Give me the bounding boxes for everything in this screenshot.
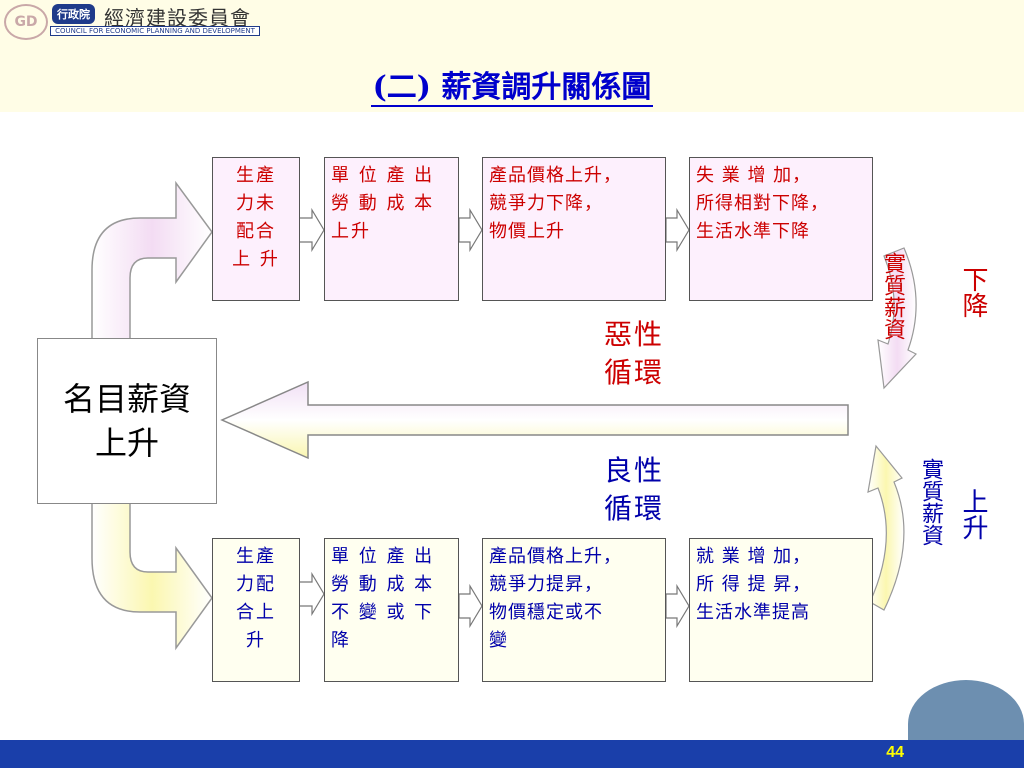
label-line: 循環 [604,356,665,389]
box-line: 生產 [236,546,276,567]
nominal-wage-line2: 上升 [94,424,159,462]
box-line: 配合 [236,221,276,242]
chevron-arrow-icon [458,207,483,253]
curved-arrow-up [91,180,213,341]
box-line: 勞 動 成 本 [331,193,435,214]
top-box-unemployment: 失 業 增 加， 所得相對下降， 生活水準下降 [689,157,873,301]
top-box-price: 產品價格上升， 競爭力下降， 物價上升 [482,157,666,301]
curved-arrow-down [91,501,213,651]
box-line: 競爭力下降， [489,193,603,214]
box-line: 生產 [236,165,276,186]
bottom-box-productivity: 生產 力配 合上 升 [212,538,300,682]
box-line: 升 [246,630,266,651]
box-line: 不 變 或 下 [331,602,435,623]
real-wage-down-direction: 下降 [958,266,988,318]
footer-bar [0,740,1024,768]
top-box-productivity: 生產 力未 配合 上 升 [212,157,300,301]
bottom-box-price: 產品價格上升， 競爭力提昇， 物價穩定或不 變 [482,538,666,682]
bottom-box-unit-labor-cost: 單 位 產 出 勞 動 成 本 不 變 或 下 降 [324,538,459,682]
box-line: 產品價格上升， [489,546,622,567]
bottom-row-chevrons [298,571,690,629]
box-line: 單 位 產 出 [331,546,435,567]
label-line: 良性 [604,454,665,487]
real-wage-up-label: 實質薪資 [918,458,943,546]
chevron-arrow-icon [458,583,483,629]
box-line: 生活水準提高 [696,602,810,623]
box-line: 勞 動 成 本 [331,574,435,595]
virtuous-cycle-label: 良性 循環 [604,452,664,528]
logo-english-name: COUNCIL FOR ECONOMIC PLANNING AND DEVELO… [50,26,260,36]
box-line: 上升 [331,221,371,242]
page-number: 44 [886,744,904,761]
nominal-wage-line1: 名目薪資 [62,380,191,418]
chevron-arrow-icon [298,571,325,617]
box-line: 單 位 產 出 [331,165,435,186]
label-line: 惡性 [604,318,665,351]
box-line: 所得相對下降， [696,193,829,214]
box-line: 所 得 提 昇， [696,574,812,595]
box-line: 物價穩定或不 [489,602,603,623]
box-line: 合上 [236,602,276,623]
box-line: 力配 [236,574,276,595]
box-line: 降 [331,630,351,651]
nominal-wage-rise-box: 名目薪資上升 [37,338,217,504]
box-line: 物價上升 [489,221,565,242]
box-line: 就 業 增 加， [696,546,812,567]
slide-title: (二) 薪資調升關係圖 [370,70,654,107]
box-line: 競爭力提昇， [489,574,603,595]
box-line: 失 業 增 加， [696,165,812,186]
curved-arrow-real-wage-up [867,444,905,611]
bottom-box-employment: 就 業 增 加， 所 得 提 昇， 生活水準提高 [689,538,873,682]
top-box-unit-labor-cost: 單 位 產 出 勞 動 成 本 上升 [324,157,459,301]
chevron-arrow-icon [665,583,690,629]
real-wage-up-direction: 上升 [958,488,988,540]
box-line: 生活水準下降 [696,221,810,242]
label-line: 循環 [604,492,665,525]
vicious-cycle-label: 惡性 循環 [604,316,664,392]
top-row-chevrons [298,207,690,253]
feedback-arrow [220,380,849,460]
box-line: 力未 [236,193,276,214]
real-wage-down-label: 實質薪資 [880,252,905,340]
box-line: 上 升 [232,249,280,270]
curved-arrow-real-wage-down [877,247,917,390]
chevron-arrow-icon [298,207,325,253]
cepd-logo: GD 行政院 經濟建設委員會 COUNCIL FOR ECONOMIC PLAN… [0,0,262,40]
box-line: 產品價格上升， [489,165,622,186]
logo-badge: GD [4,4,48,40]
chevron-arrow-icon [665,207,690,253]
box-line: 變 [489,630,508,651]
header-band [0,0,1024,112]
logo-executive-yuan: 行政院 [52,4,95,24]
